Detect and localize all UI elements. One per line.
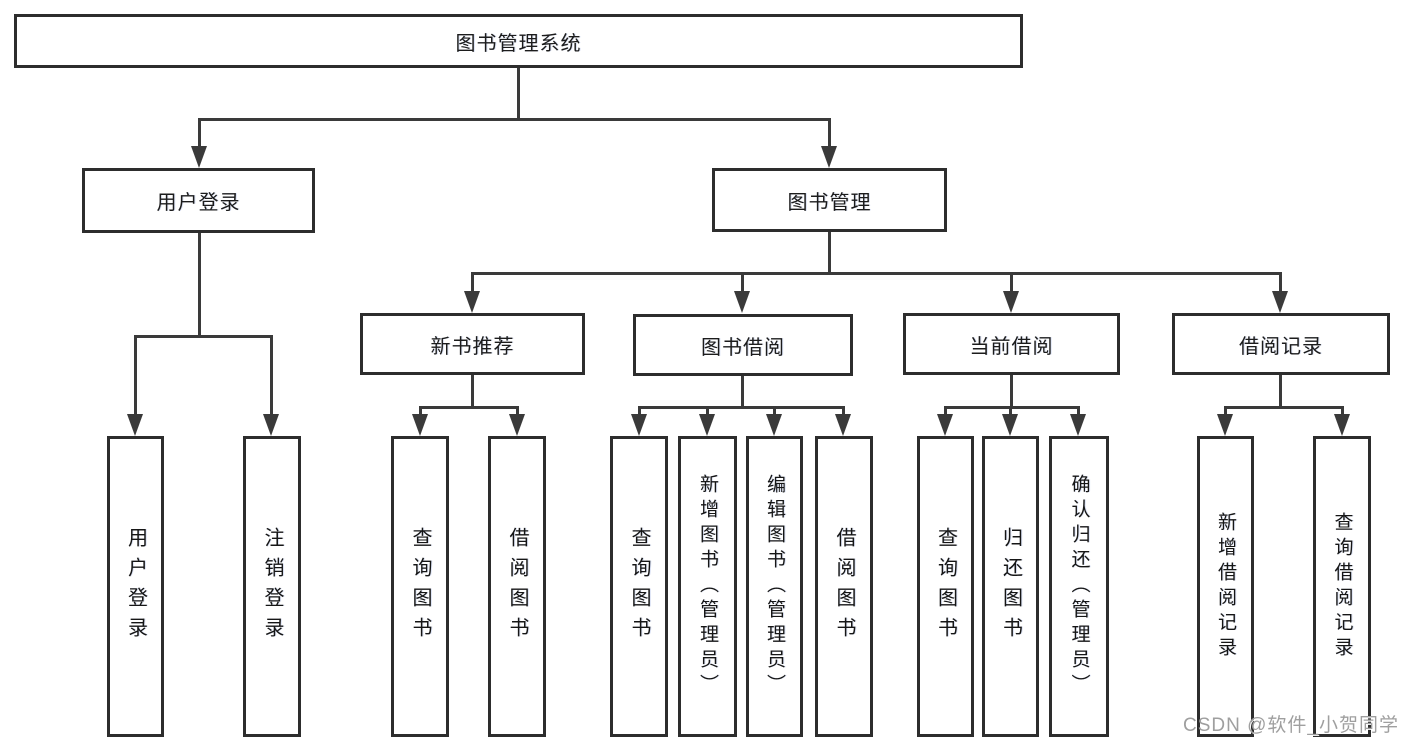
arrowhead-br-query-record xyxy=(1334,414,1350,436)
leaf-br-add-record-label: 新增借阅记录 xyxy=(1215,511,1236,662)
connector-nb-stem xyxy=(471,375,474,409)
leaf-bb-edit-book-admin-label: 编辑图书（管理员） xyxy=(764,474,785,699)
connector-nb-drop-1 xyxy=(419,406,422,416)
node-book-borrow: 图书借阅 xyxy=(633,314,853,376)
leaf-user-login: 用户登录 xyxy=(107,436,164,737)
arrowhead-cb-confirm-return xyxy=(1070,414,1086,436)
arrowhead-book-borrow xyxy=(734,291,750,313)
leaf-bb-query-book: 查询图书 xyxy=(610,436,668,737)
node-root-label: 图书管理系统 xyxy=(455,32,582,55)
connector-cb-stem xyxy=(1010,375,1013,409)
connector-userlogin-stem xyxy=(198,233,201,338)
leaf-bb-add-book-admin-label: 新增图书（管理员） xyxy=(697,474,718,699)
node-new-book-recommend: 新书推荐 xyxy=(360,313,585,375)
connector-bookmgmt-stem xyxy=(828,232,831,275)
node-root: 图书管理系统 xyxy=(14,14,1023,68)
connector-userlogin-horizontal xyxy=(134,335,273,338)
connector-l3-drop-2 xyxy=(741,272,744,293)
connector-br-drop-2 xyxy=(1341,406,1344,416)
connector-cb-drop-3 xyxy=(1077,406,1080,416)
leaf-bb-borrow-book-label: 借阅图书 xyxy=(833,526,855,647)
leaf-bb-query-book-label: 查询图书 xyxy=(628,526,650,647)
leaf-cb-return-book: 归还图书 xyxy=(982,436,1039,737)
arrowhead-current-borrow xyxy=(1003,291,1019,313)
arrowhead-new-book-recommend xyxy=(464,291,480,313)
connector-userlogin-drop-2 xyxy=(270,335,273,415)
connector-l3-drop-3 xyxy=(1010,272,1013,293)
connector-br-drop-1 xyxy=(1224,406,1227,416)
connector-bb-drop-2 xyxy=(706,406,709,416)
node-book-management: 图书管理 xyxy=(712,168,947,232)
leaf-bb-add-book-admin: 新增图书（管理员） xyxy=(678,436,737,737)
node-current-borrow: 当前借阅 xyxy=(903,313,1120,375)
leaf-user-login-label: 用户登录 xyxy=(124,526,147,647)
connector-bb-drop-4 xyxy=(842,406,845,416)
connector-cb-drop-1 xyxy=(944,406,947,416)
leaf-logout-label: 注销登录 xyxy=(261,526,283,647)
connector-br-horizontal xyxy=(1224,406,1344,409)
node-book-borrow-label: 图书借阅 xyxy=(701,336,785,359)
leaf-logout: 注销登录 xyxy=(243,436,301,737)
node-new-book-recommend-label: 新书推荐 xyxy=(430,335,515,358)
arrowhead-nb-query-book xyxy=(412,414,428,436)
leaf-br-query-record-label: 查询借阅记录 xyxy=(1331,511,1353,662)
arrowhead-bb-edit-book xyxy=(766,414,782,436)
connector-l3-drop-4 xyxy=(1279,272,1282,293)
connector-root-stem xyxy=(517,68,520,120)
connector-l1-right-drop xyxy=(828,118,831,150)
arrowhead-borrow-records xyxy=(1272,291,1288,313)
arrowhead-leaf-user-login xyxy=(127,414,143,436)
leaf-bb-borrow-book: 借阅图书 xyxy=(815,436,873,737)
node-current-borrow-label: 当前借阅 xyxy=(969,335,1054,358)
connector-bb-drop-1 xyxy=(638,406,641,416)
leaf-br-query-record: 查询借阅记录 xyxy=(1313,436,1371,737)
connector-bb-drop-3 xyxy=(773,406,776,416)
node-user-login-label: 用户登录 xyxy=(156,192,241,214)
arrowhead-book-management xyxy=(821,146,837,168)
leaf-nb-query-book-label: 查询图书 xyxy=(409,526,431,647)
arrowhead-user-login xyxy=(191,146,207,168)
arrowhead-bb-add-book xyxy=(699,414,715,436)
leaf-cb-return-book-label: 归还图书 xyxy=(999,526,1022,647)
arrowhead-leaf-logout xyxy=(263,414,279,436)
node-book-management-label: 图书管理 xyxy=(787,191,872,214)
leaf-bb-edit-book-admin: 编辑图书（管理员） xyxy=(746,436,803,737)
arrowhead-cb-query-book xyxy=(937,414,953,436)
leaf-br-add-record: 新增借阅记录 xyxy=(1197,436,1254,737)
connector-nb-drop-2 xyxy=(516,406,519,416)
arrowhead-nb-borrow-book xyxy=(509,414,525,436)
connector-bb-stem xyxy=(741,376,744,409)
arrowhead-bb-query-book xyxy=(631,414,647,436)
connector-cb-horizontal xyxy=(944,406,1080,409)
arrowhead-br-add-record xyxy=(1217,414,1233,436)
arrowhead-bb-borrow-book xyxy=(835,414,851,436)
connector-bb-horizontal xyxy=(638,406,845,409)
csdn-watermark: CSDN @软件_小贺同学 xyxy=(1183,715,1399,736)
node-borrow-records: 借阅记录 xyxy=(1172,313,1390,375)
arrowhead-cb-return-book xyxy=(1002,414,1018,436)
connector-l3-drop-1 xyxy=(471,272,474,293)
connector-userlogin-drop-1 xyxy=(134,335,137,415)
node-borrow-records-label: 借阅记录 xyxy=(1239,335,1323,358)
leaf-nb-borrow-book: 借阅图书 xyxy=(488,436,546,737)
connector-l3-horizontal xyxy=(471,272,1281,275)
leaf-nb-query-book: 查询图书 xyxy=(391,436,449,737)
leaf-cb-query-book-label: 查询图书 xyxy=(934,526,957,647)
connector-br-stem xyxy=(1279,375,1282,409)
connector-l1-horizontal xyxy=(198,118,831,121)
node-user-login: 用户登录 xyxy=(82,168,315,233)
connector-nb-horizontal xyxy=(419,406,519,409)
leaf-nb-borrow-book-label: 借阅图书 xyxy=(506,526,528,647)
connector-cb-drop-2 xyxy=(1009,406,1012,416)
leaf-cb-confirm-return-admin-label: 确认归还（管理员） xyxy=(1068,474,1090,699)
leaf-cb-confirm-return-admin: 确认归还（管理员） xyxy=(1049,436,1109,737)
connector-l1-left-drop xyxy=(198,118,201,150)
leaf-cb-query-book: 查询图书 xyxy=(917,436,974,737)
